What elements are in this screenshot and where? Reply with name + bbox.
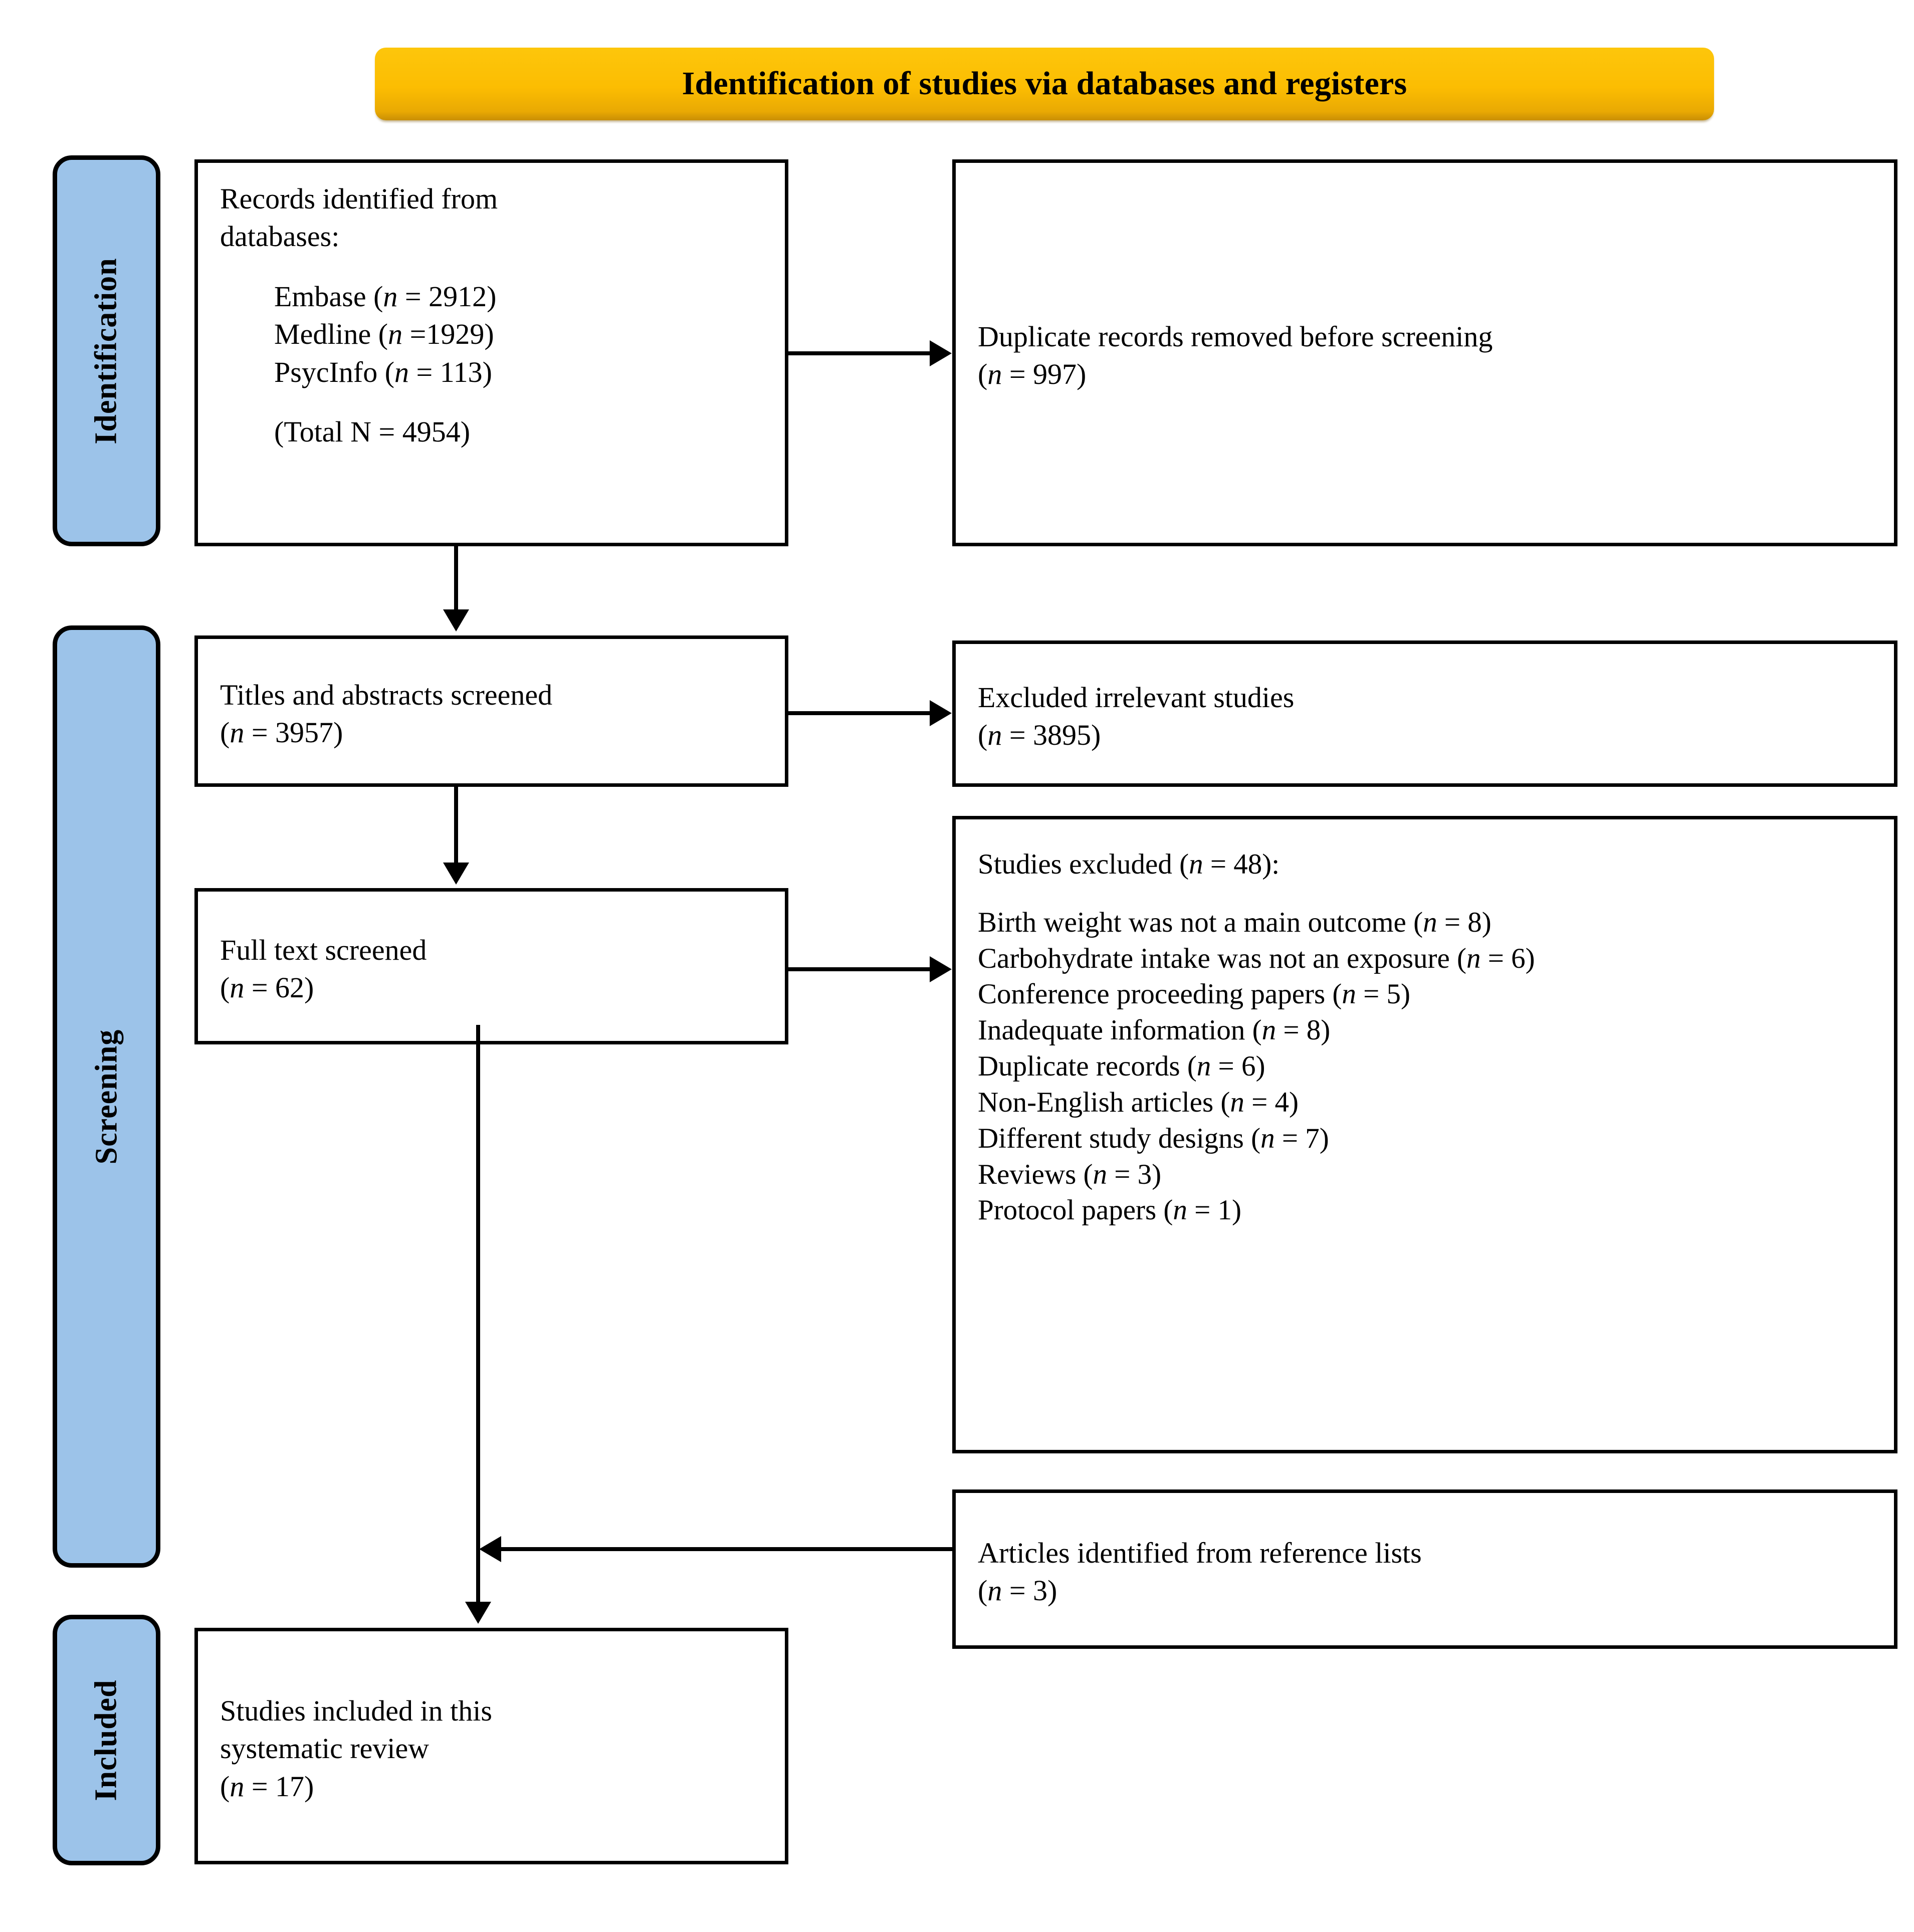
titles-count: (n = 3957) <box>220 716 343 749</box>
exclusion-reason-item: Conference proceeding papers (n = 5) <box>978 978 1411 1010</box>
included-line-2: systematic review <box>220 1732 430 1765</box>
arrowhead-titles-to-excluded <box>930 700 952 726</box>
exclusion-reason-item: Inadequate information (n = 8) <box>978 1014 1331 1046</box>
records-heading-1: Records identified from <box>220 182 498 215</box>
exclusion-reason-item: Carbohydrate intake was not an exposure … <box>978 942 1535 974</box>
exclusion-reason-item: Protocol papers (n = 1) <box>978 1194 1242 1226</box>
box-titles-abstracts-screened: Titles and abstracts screened (n = 3957) <box>194 635 788 787</box>
stage-bar-identification: Identification <box>53 155 160 546</box>
box-excluded-irrelevant-studies: Excluded irrelevant studies (n = 3895) <box>952 640 1897 787</box>
connector-titles-to-excluded <box>788 711 931 715</box>
stage-label-screening: Screening <box>89 1029 123 1164</box>
duplicates-line-1: Duplicate records removed before screeni… <box>978 320 1493 353</box>
duplicates-count: (n = 997) <box>978 358 1087 390</box>
exclusion-reason-item: Different study designs (n = 7) <box>978 1122 1329 1154</box>
connector-fulltext-to-studies-excluded <box>788 967 931 971</box>
studies-excluded-heading: Studies excluded (n = 48): <box>978 848 1280 880</box>
included-line-1: Studies included in this <box>220 1694 492 1727</box>
refs-count: (n = 3) <box>978 1574 1057 1607</box>
arrowhead-records-to-duplicates <box>930 340 952 366</box>
records-source-medline: Medline (n =1929) <box>274 318 494 351</box>
box-studies-excluded: Studies excluded (n = 48): Birth weight … <box>952 816 1897 1453</box>
connector-titles-to-fulltext <box>454 787 458 865</box>
records-source-psycinfo: PsycInfo (n = 113) <box>274 355 492 388</box>
excluded-irrelevant-count: (n = 3895) <box>978 719 1101 751</box>
box-articles-from-reference-lists: Articles identified from reference lists… <box>952 1489 1897 1649</box>
stage-bar-screening: Screening <box>53 625 160 1568</box>
stage-label-identification: Identification <box>89 257 124 445</box>
exclusion-reason-item: Duplicate records (n = 6) <box>978 1050 1265 1083</box>
diagram-title: Identification of studies via databases … <box>682 65 1407 102</box>
exclusion-reason-item: Birth weight was not a main outcome (n =… <box>978 906 1492 938</box>
exclusion-reason-item: Non-English articles (n = 4) <box>978 1086 1299 1118</box>
connector-fulltext-to-included <box>476 1025 480 1604</box>
arrowhead-fulltext-to-studies-excluded <box>930 956 952 982</box>
excluded-irrelevant-line-1: Excluded irrelevant studies <box>978 681 1295 714</box>
fulltext-line-1: Full text screened <box>220 933 427 966</box>
arrowhead-refs-to-included <box>479 1536 501 1562</box>
box-records-identified: Records identified from databases: Embas… <box>194 159 788 546</box>
stage-bar-included: Included <box>53 1615 160 1865</box>
box-duplicate-records-removed: Duplicate records removed before screeni… <box>952 159 1897 546</box>
fulltext-count: (n = 62) <box>220 971 314 1004</box>
connector-records-to-titles <box>454 546 458 611</box>
records-heading-2: databases: <box>220 220 340 253</box>
included-count: (n = 17) <box>220 1770 314 1803</box>
connector-records-to-duplicates <box>788 351 931 355</box>
arrowhead-titles-to-fulltext <box>443 863 469 885</box>
titles-line-1: Titles and abstracts screened <box>220 678 553 711</box>
box-full-text-screened: Full text screened (n = 62) <box>194 888 788 1044</box>
refs-line-1: Articles identified from reference lists <box>978 1536 1422 1569</box>
box-studies-included: Studies included in this systematic revi… <box>194 1628 788 1864</box>
stage-label-included: Included <box>89 1679 124 1801</box>
exclusion-reason-item: Reviews (n = 3) <box>978 1158 1162 1190</box>
diagram-title-banner: Identification of studies via databases … <box>375 48 1714 120</box>
records-source-embase: Embase (n = 2912) <box>274 280 497 313</box>
arrowhead-fulltext-to-included <box>465 1602 491 1624</box>
arrowhead-records-to-titles <box>443 609 469 631</box>
connector-refs-to-included <box>501 1547 952 1551</box>
records-total: (Total N = 4954) <box>274 415 471 448</box>
